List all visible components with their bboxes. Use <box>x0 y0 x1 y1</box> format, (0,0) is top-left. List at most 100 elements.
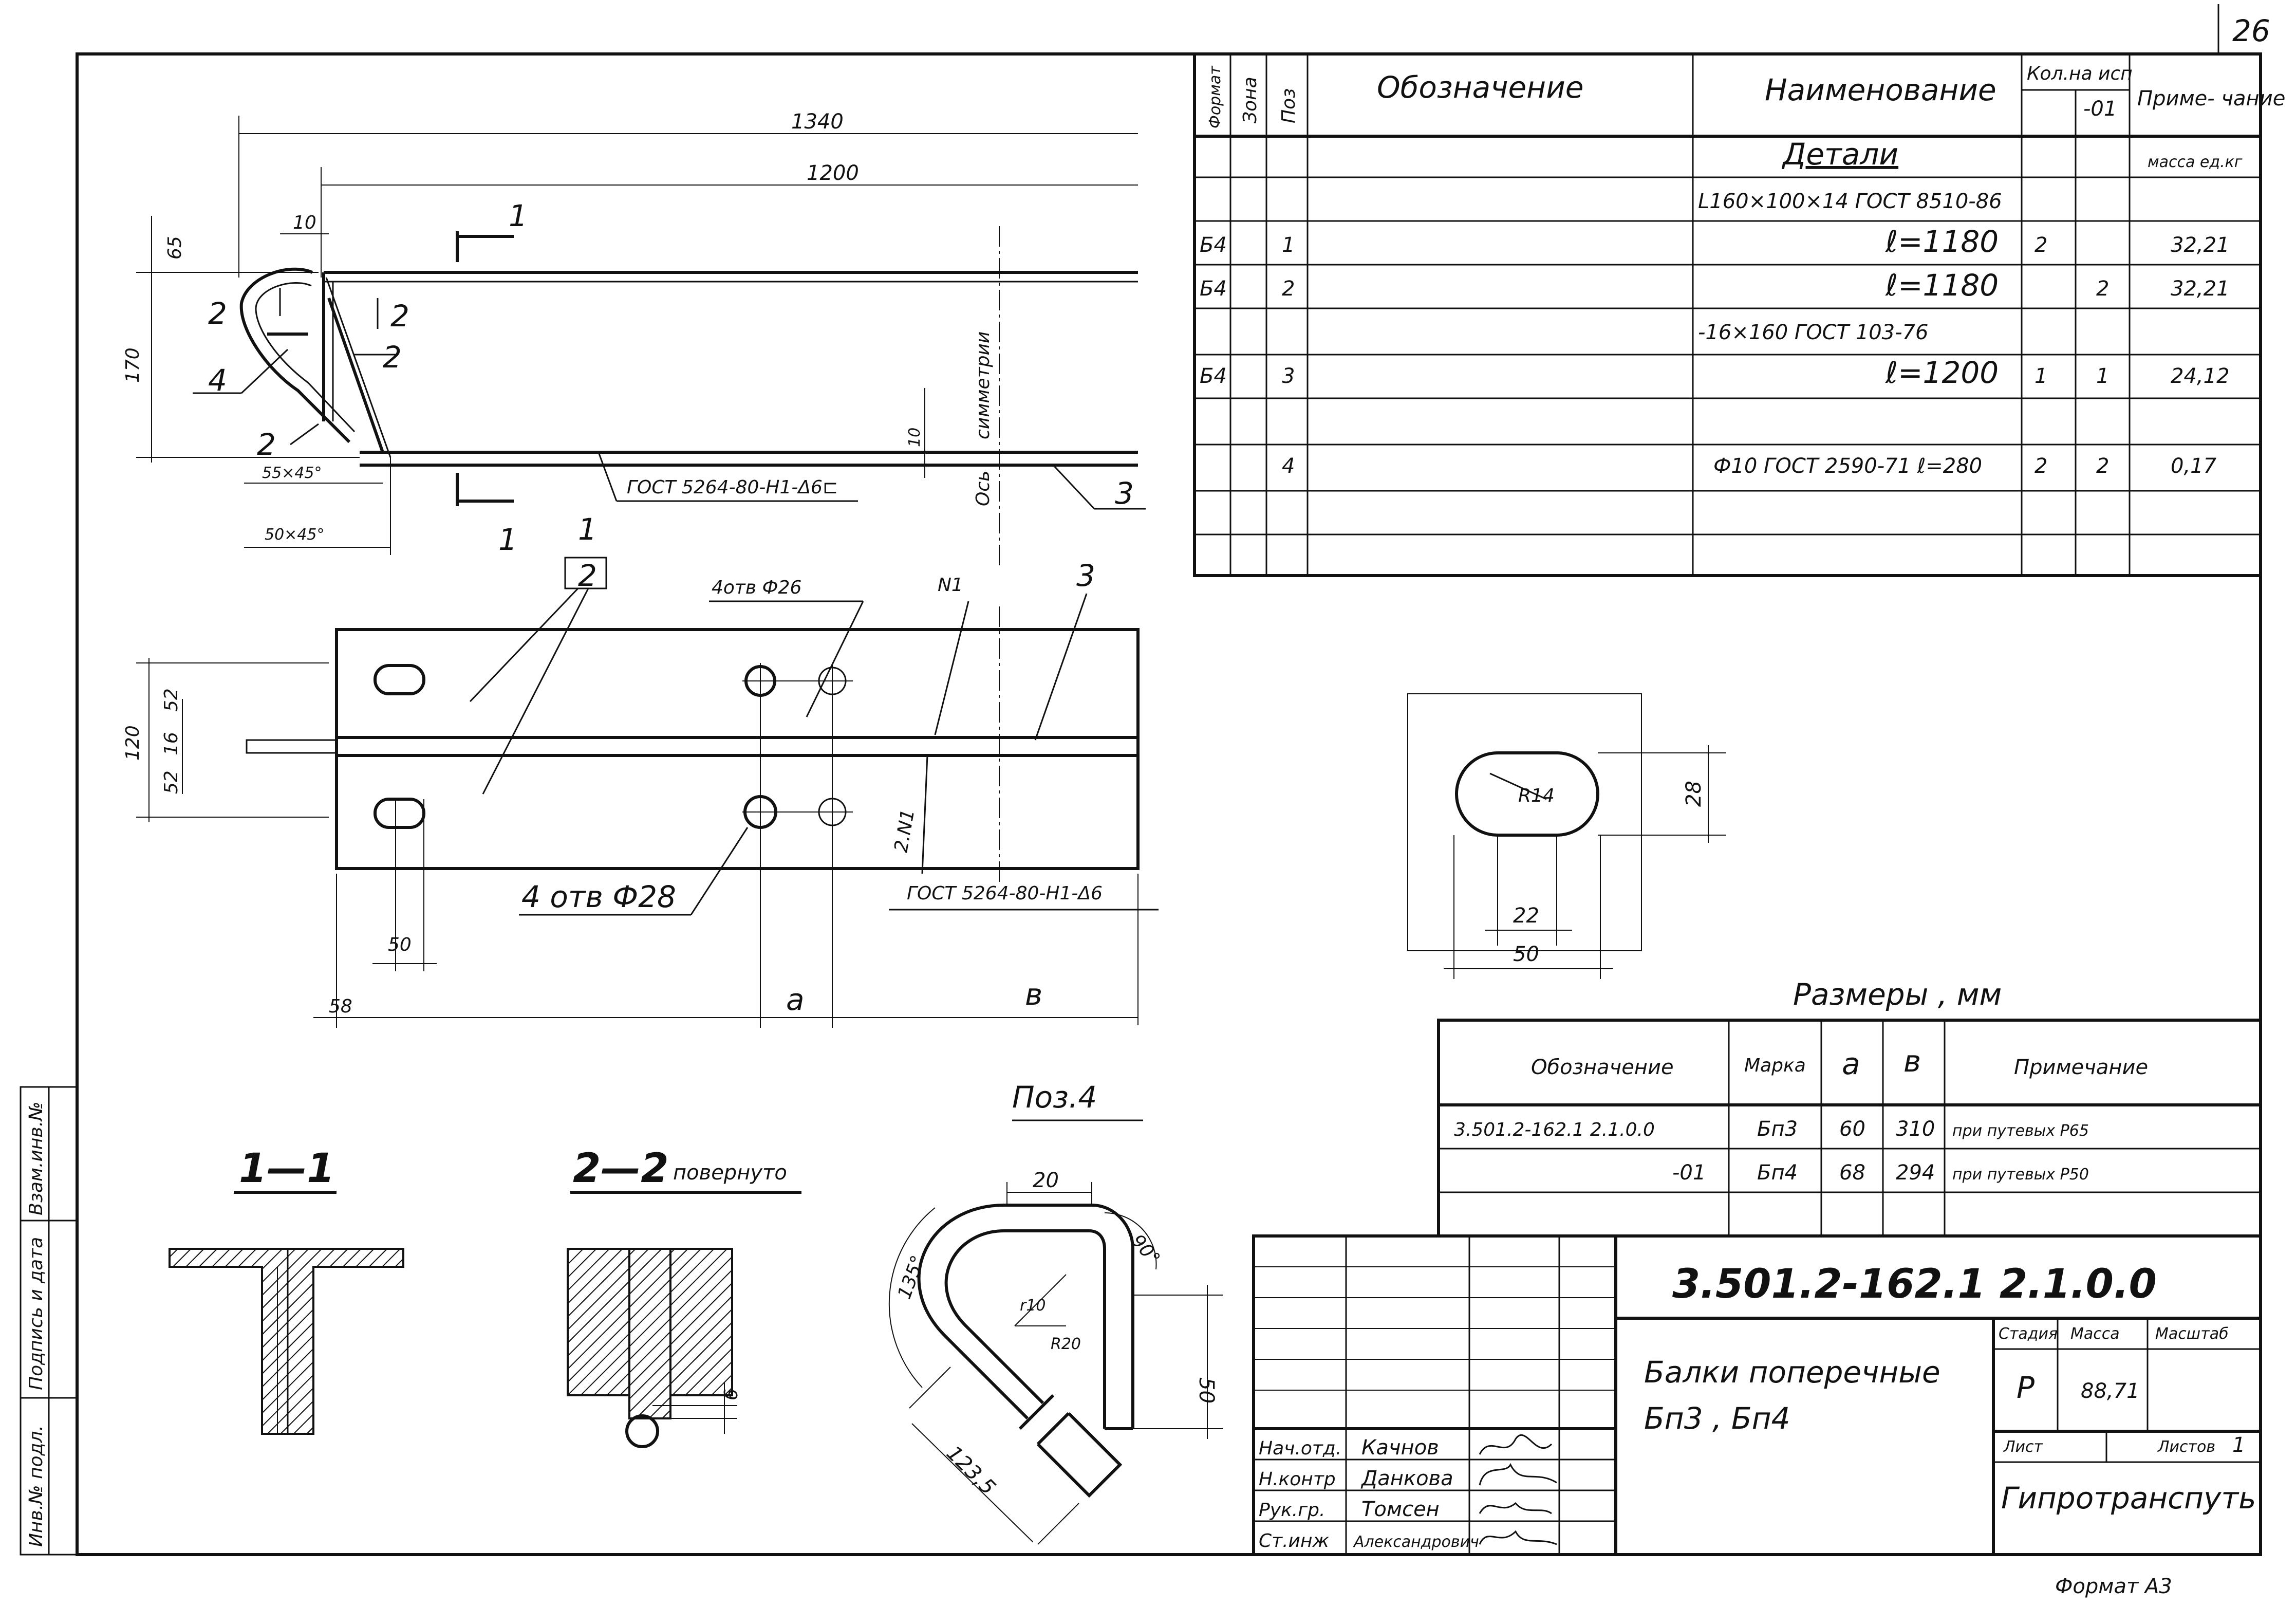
sizes-caption: Размеры , мм <box>1793 977 2002 1012</box>
pos4-dim-123: 123,5 <box>942 1442 1000 1500</box>
section-2-2: 2—2 повернуто 6 <box>567 1146 801 1448</box>
dim-52a: 52 <box>161 688 182 712</box>
mass-note: масса ед.кг <box>2148 153 2243 171</box>
format-label: Формат А3 <box>2055 1575 2172 1598</box>
hdr-designation: Обозначение <box>1377 70 1583 105</box>
callout-4: 4 <box>208 363 227 398</box>
slot-dim-28: 28 <box>1682 781 1706 807</box>
pos4-detail: Поз.4 r10 R20 20 90° 135° 50 123,5 <box>888 1080 1223 1545</box>
dim-10b: 10 <box>906 428 924 447</box>
sizes-row1-note: при путевых Р65 <box>1952 1122 2089 1140</box>
pos4-dim-20: 20 <box>1033 1169 1059 1192</box>
section-22-title: 2—2 <box>573 1146 669 1192</box>
row-5-name: ℓ=1200 <box>1885 355 1999 390</box>
row-1-name: L160×100×14 ГОСТ 8510-86 <box>1698 190 2002 213</box>
section-11-title: 1—1 <box>239 1146 335 1192</box>
pos4-dim-135: 135° <box>894 1253 929 1302</box>
dim-a: а <box>786 982 805 1017</box>
dim-170: 170 <box>122 347 143 383</box>
chamfer-55: 55×45° <box>262 464 322 482</box>
section-1-1: 1—1 <box>169 1146 404 1435</box>
row-3-q2: 2 <box>2096 277 2109 301</box>
person-1-role: Нач.отд. <box>1259 1438 1341 1459</box>
organization: Гипротранспуть <box>2001 1481 2256 1516</box>
stage-value: Р <box>2017 1370 2034 1405</box>
row-2-format: Б4 <box>1200 233 1227 257</box>
title-name-line2: Бп3 , Бп4 <box>1644 1401 1790 1436</box>
person-2-role: Н.контр <box>1259 1469 1336 1490</box>
pos4-r10: r10 <box>1020 1297 1046 1315</box>
plan-callout-3: 3 <box>1076 558 1095 593</box>
person-4-name: Александрович <box>1353 1533 1479 1551</box>
symmetry-label: симметрии <box>973 331 994 439</box>
sheets-label: Листов <box>2157 1438 2215 1456</box>
pos4-title: Поз.4 <box>1012 1080 1097 1115</box>
holes-26-label: 4отв Ф26 <box>712 577 801 598</box>
slot-dim-50: 50 <box>1513 943 1539 966</box>
title-name-line1: Балки поперечные <box>1644 1355 1940 1390</box>
stamp-replace-inv: Взам.инв.№ <box>26 1101 47 1215</box>
scale-label: Масштаб <box>2155 1325 2229 1343</box>
axis-label: Ось <box>973 471 994 506</box>
person-3-name: Томсен <box>1361 1498 1440 1521</box>
sizes-hdr-b: в <box>1903 1044 1921 1079</box>
hdr-format: Формат <box>1206 65 1224 128</box>
row-5-q2: 1 <box>2096 364 2109 388</box>
hdr-qty: Кол.на исп <box>2027 63 2133 84</box>
sizes-hdr-note: Примечание <box>2014 1056 2148 1079</box>
section-22-dim: 6 <box>721 1389 742 1400</box>
sizes-row2-note: при путевых Р50 <box>1952 1166 2089 1184</box>
row-3-pos: 2 <box>1282 277 1295 301</box>
section-22-note: повернуто <box>673 1161 787 1185</box>
section-title: Детали <box>1781 137 1898 172</box>
slot-bottom <box>374 798 425 829</box>
side-stamp: Инв.№ подл. Подпись и дата Взам.инв.№ <box>20 1086 78 1556</box>
signature-4 <box>1479 1530 1557 1545</box>
top-view: 1340 1200 10 65 170 2 2 2 2 4 <box>122 110 1146 565</box>
row-2-q1: 2 <box>2034 233 2047 257</box>
stamp-inv-orig: Инв.№ подл. <box>26 1425 47 1547</box>
person-1-name: Качнов <box>1361 1436 1439 1460</box>
dim-50-plan: 50 <box>388 934 412 955</box>
weld-note-top: ГОСТ 5264-80-Н1-Δ6⊏ <box>627 477 838 498</box>
dim-1340: 1340 <box>791 110 844 134</box>
sheet-number: 26 <box>2232 13 2270 48</box>
row-5-pos: 3 <box>1282 364 1295 388</box>
row-7-note: 0,17 <box>2171 454 2217 478</box>
dim-58: 58 <box>329 996 352 1017</box>
section-mark-1-top: 1 <box>509 198 528 233</box>
hdr-pos: Поз <box>1278 88 1299 123</box>
weld-note-plan: ГОСТ 5264-80-Н1-Δ6 <box>907 883 1103 904</box>
row-2-name: ℓ=1180 <box>1885 224 1999 259</box>
sizes-row2-designation: -01 <box>1672 1161 1706 1185</box>
slot-dim-22: 22 <box>1513 904 1539 928</box>
pos4-dim-50: 50 <box>1194 1377 1218 1404</box>
dim-120: 120 <box>122 725 143 761</box>
slot-radius: R14 <box>1518 785 1555 806</box>
signature-3 <box>1479 1502 1552 1515</box>
dim-b: в <box>1025 977 1042 1012</box>
row-3-format: Б4 <box>1200 277 1227 301</box>
signature-2 <box>1479 1463 1557 1486</box>
sizes-hdr-mark: Марка <box>1744 1055 1806 1076</box>
weld-n1: N1 <box>938 575 963 596</box>
weld-2n1: 2.N1 <box>890 808 919 854</box>
row-3-note: 32,21 <box>2171 277 2230 301</box>
holes-28-label: 4 отв Ф28 <box>521 879 676 914</box>
sizes-hdr-a: а <box>1842 1046 1860 1081</box>
row-7-q2: 2 <box>2096 454 2109 478</box>
slot-detail: R14 28 22 50 <box>1407 693 1726 979</box>
sheet-label: Лист <box>2003 1438 2044 1456</box>
row-5-format: Б4 <box>1200 364 1227 388</box>
row-7-q1: 2 <box>2034 454 2047 478</box>
dim-1200: 1200 <box>807 161 859 185</box>
person-2-name: Данкова <box>1360 1467 1453 1490</box>
person-4-role: Ст.инж <box>1259 1530 1329 1552</box>
spec-table: Формат Зона Поз Обозначение Наименование… <box>1193 52 2285 577</box>
row-3-name: ℓ=1180 <box>1885 268 1999 303</box>
dim-10: 10 <box>293 212 316 233</box>
hdr-zone: Зона <box>1240 77 1261 123</box>
dim-52b: 52 <box>161 770 182 794</box>
sizes-row2-a: 68 <box>1839 1161 1865 1185</box>
signature-1 <box>1479 1434 1553 1455</box>
